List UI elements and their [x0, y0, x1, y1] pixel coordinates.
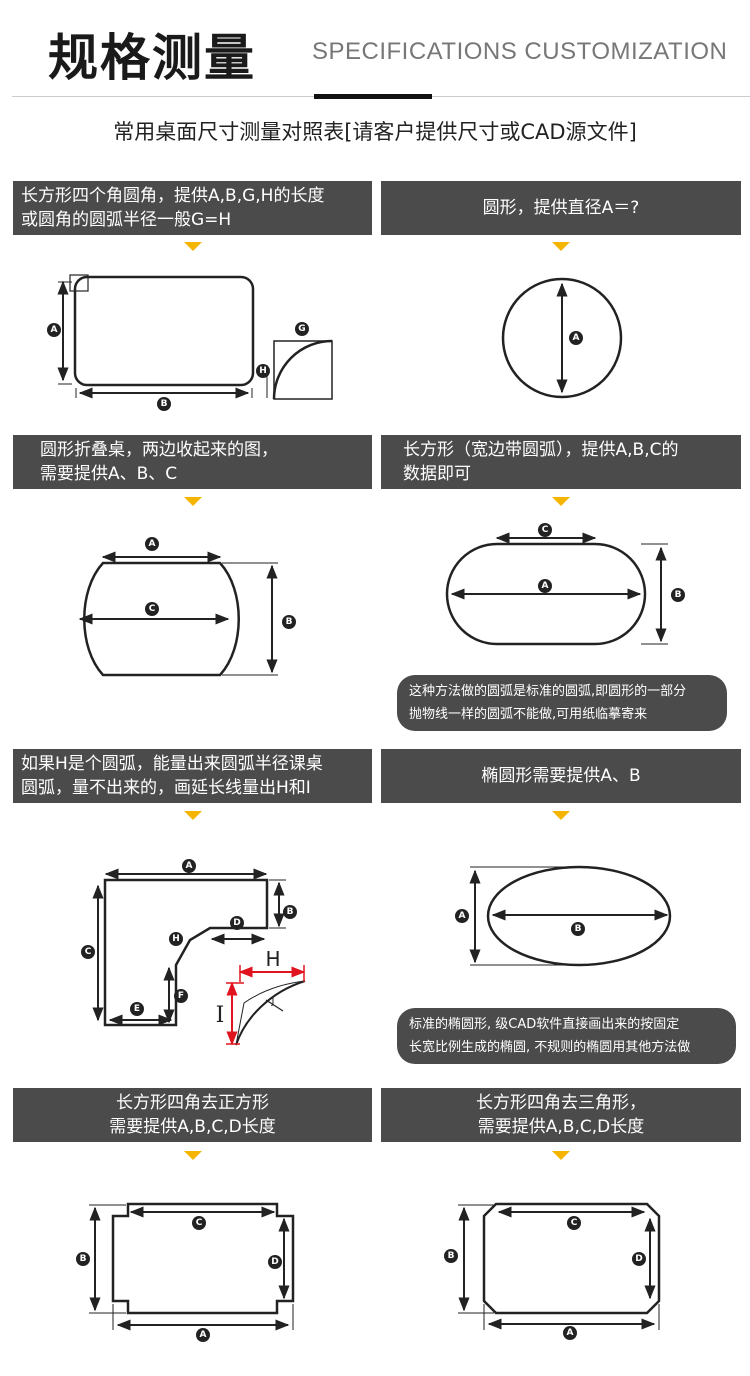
arrow-down-icon — [552, 497, 570, 506]
label-j: J — [271, 996, 275, 1007]
panel-3-line1: 圆形折叠桌，两边收起来的图， — [40, 440, 278, 460]
header-accent-bar — [314, 94, 432, 99]
panel-7-line2: 需要提供A,B,C,D长度 — [109, 1117, 276, 1137]
arrow-down-icon — [552, 1151, 570, 1160]
label-a: A — [200, 1330, 207, 1340]
label-a: A — [186, 861, 193, 871]
arrow-down-icon — [552, 811, 570, 820]
label-g: G — [298, 324, 305, 334]
label-a: A — [542, 581, 549, 591]
panel-5-line2: 圆弧，量不出来的，画延长线量出H和I — [21, 778, 311, 798]
arrow-down-icon — [184, 497, 202, 506]
label-h: H — [259, 366, 267, 376]
panel-7-header: 长方形四角去正方形需要提供A,B,C,D长度 — [13, 1088, 372, 1142]
table-outline — [501, 277, 623, 399]
label-a: A — [567, 1328, 574, 1338]
label-d: D — [233, 918, 240, 928]
panel-8-line2: 需要提供A,B,C,D长度 — [477, 1117, 645, 1137]
panel-4-line2: 数据即可 — [403, 464, 471, 484]
corner-marker — [69, 274, 89, 292]
label-d: D — [271, 1257, 278, 1267]
diagram-rounded-rectangle — [57, 274, 333, 400]
arrow-down-icon — [184, 242, 202, 251]
label-b: B — [287, 907, 294, 917]
diagram-5-labels: A C B D H E F H I J — [81, 859, 297, 1028]
note-arc-line2: 抛物线一样的圆弧不能做,可用纸临摹寄来 — [409, 707, 648, 722]
diagram-l-shaped-table — [92, 868, 286, 1027]
label-c: C — [85, 947, 92, 957]
diagram-ellipse — [469, 865, 672, 967]
diagram-4-labels: C A B — [538, 523, 685, 602]
table-outline — [111, 1202, 295, 1315]
label-b: B — [161, 399, 168, 409]
label-b: B — [448, 1251, 455, 1261]
label-c: C — [149, 604, 156, 614]
diagram-circle — [501, 277, 623, 399]
label-b: B — [80, 1254, 87, 1264]
label-i: I — [216, 1003, 225, 1028]
panel-3-line2: 需要提供A、B、C — [40, 464, 178, 484]
panel-8-header: 长方形四角去三角形， 需要提供A,B,C,D长度 — [381, 1088, 741, 1142]
panel-2-header: 圆形，提供直径A＝? — [381, 181, 741, 235]
note-arc: 这种方法做的圆弧是标准的圆弧,即圆形的一部分 抛物线一样的圆弧不能做,可用纸临摹… — [397, 675, 727, 731]
label-a: A — [459, 911, 466, 921]
diagram-8-labels: C B D A — [444, 1216, 646, 1340]
label-f: F — [178, 991, 184, 1001]
label-c: C — [542, 525, 549, 535]
diagram-5-corner-detail — [226, 965, 306, 1046]
panel-2-line1: 圆形，提供直径A＝? — [482, 198, 640, 218]
label-b: B — [575, 924, 582, 934]
note-arc-line1: 这种方法做的圆弧是标准的圆弧,即圆形的一部分 — [409, 684, 687, 699]
diagram-6-labels: B A — [455, 909, 585, 936]
page-title: 规格测量 — [48, 29, 256, 87]
panel-5-line1: 如果H是个圆弧，能量出来圆弧半径课桌 — [21, 754, 323, 774]
page-title-en: SPECIFICATIONS CUSTOMIZATION — [312, 38, 728, 65]
page-subtitle: 常用桌面尺寸测量对照表[请客户提供尺寸或CAD源文件] — [113, 120, 637, 144]
label-b: B — [675, 590, 682, 600]
table-outline — [445, 542, 647, 646]
panel-7-line1: 长方形四角去正方形 — [116, 1093, 269, 1113]
panel-8-line1: 长方形四角去三角形， — [476, 1093, 646, 1113]
table-outline — [83, 561, 240, 677]
panel-4-header: 长方形（宽边带圆弧），提供A,B,C的数据即可 — [381, 435, 741, 489]
label-a: A — [51, 325, 58, 335]
diagram-chamfered-rectangle — [458, 1202, 661, 1330]
label-a: A — [149, 539, 156, 549]
diagram-folding-round-table — [78, 551, 278, 677]
panel-1-line1: 长方形四个角圆角，提供A,B,G,H的长度 — [21, 186, 325, 206]
table-outline — [103, 878, 269, 1027]
diagram-1-labels: A B G H — [47, 322, 309, 411]
note-ellipse-line1: 标准的椭圆形, 级CAD软件直接画出来的按固定 — [409, 1017, 680, 1032]
page-header: 规格测量 SPECIFICATIONS CUSTOMIZATION — [0, 0, 750, 100]
panel-1-line2: 或圆角的圆弧半径一般G=H — [21, 210, 232, 230]
label-d: D — [635, 1254, 642, 1264]
arrow-down-icon — [184, 811, 202, 820]
corner-detail-box — [273, 340, 333, 400]
label-c: C — [571, 1218, 578, 1228]
panel-5-header: 如果H是个圆弧，能量出来圆弧半径课桌圆弧，量不出来的，画延长线量出H和I — [13, 749, 372, 803]
panel-4-line1: 长方形（宽边带圆弧），提供A,B,C的 — [403, 440, 679, 460]
note-ellipse: 标准的椭圆形, 级CAD软件直接画出来的按固定 长宽比例生成的椭圆, 不规则的椭… — [397, 1008, 736, 1064]
label-h-red-detail: H — [265, 947, 280, 971]
label-c: C — [196, 1218, 203, 1228]
arrow-down-icon — [184, 1151, 202, 1160]
note-ellipse-line2: 长宽比例生成的椭圆, 不规则的椭圆用其他方法做 — [409, 1040, 691, 1055]
panel-6-line1: 椭圆形需要提供A、B — [481, 766, 641, 786]
diagram-stadium — [445, 532, 668, 646]
label-a: A — [573, 333, 580, 343]
arrow-down-icon — [552, 242, 570, 251]
table-outline — [482, 1202, 661, 1315]
panel-6-header: 椭圆形需要提供A、B — [381, 749, 741, 803]
panel-3-header: 圆形折叠桌，两边收起来的图， 需要提供A、B、C — [13, 435, 372, 489]
panel-1-header: 长方形四个角圆角，提供A,B,G,H的长度或圆角的圆弧半径一般G=H — [13, 181, 372, 235]
table-outline — [73, 275, 255, 387]
diagram-2-labels: A — [569, 331, 583, 345]
label-b: B — [286, 617, 293, 627]
label-h: H — [172, 934, 180, 944]
diagram-3-labels: A C B — [145, 537, 296, 629]
diagram-7-labels: C B D A — [76, 1216, 282, 1342]
label-e: E — [134, 1004, 140, 1014]
diagram-notched-rectangle — [89, 1202, 295, 1331]
